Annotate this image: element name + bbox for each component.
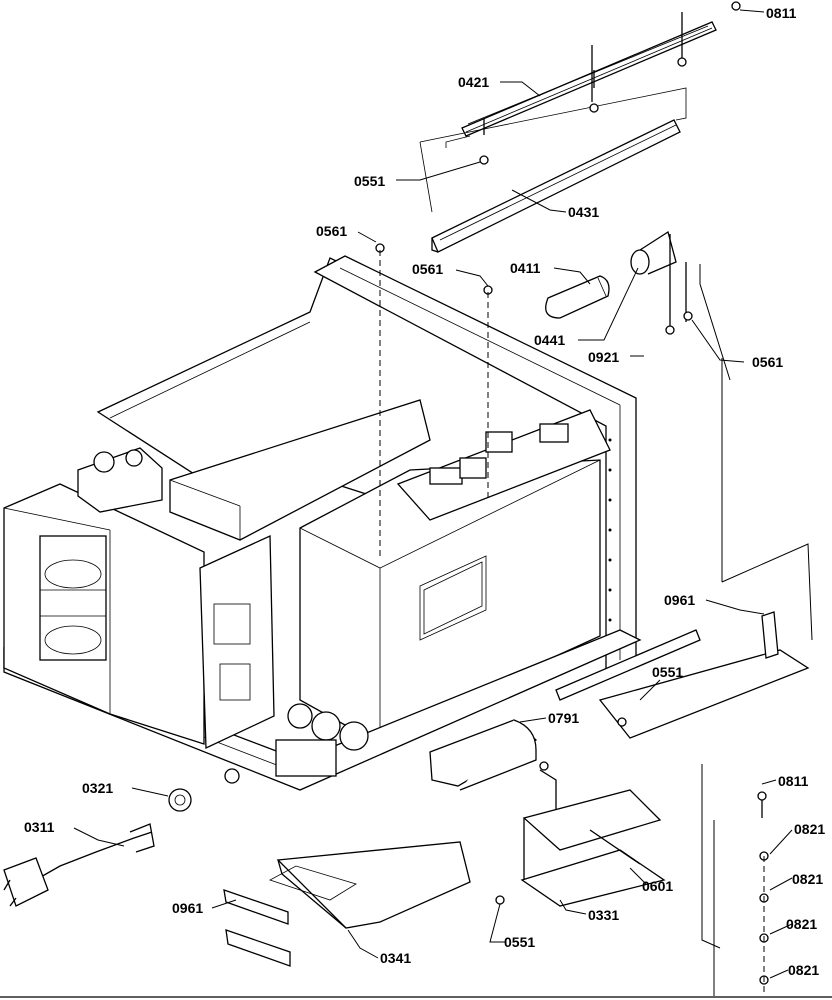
stirrer-motor xyxy=(275,703,369,777)
label-0561-left: 0561 xyxy=(316,223,347,239)
transformer xyxy=(39,535,107,661)
label-0551-top: 0551 xyxy=(354,173,385,189)
label-0821-3: 0821 xyxy=(786,916,817,932)
label-0311: 0311 xyxy=(24,819,55,835)
label-0441: 0441 xyxy=(534,332,565,348)
label-0961-right: 0961 xyxy=(664,592,695,608)
label-0551-shelf: 0551 xyxy=(652,664,683,680)
label-0341: 0341 xyxy=(380,950,411,966)
leader-lines xyxy=(73,9,793,979)
control-board xyxy=(396,409,611,521)
label-0551-bottom: 0551 xyxy=(504,934,535,950)
bracket-0961-right xyxy=(761,611,779,659)
label-0821-4: 0821 xyxy=(788,962,819,978)
label-0411: 0411 xyxy=(510,260,541,276)
screws-top xyxy=(479,1,741,165)
bottom-cover-0341 xyxy=(223,841,471,967)
lamp-0411 xyxy=(545,275,610,319)
label-0921: 0921 xyxy=(588,349,619,365)
capacitor-0791 xyxy=(429,719,557,832)
socket-0441 xyxy=(630,230,677,275)
label-0811-bottom: 0811 xyxy=(778,773,809,789)
label-0421: 0421 xyxy=(458,74,489,90)
label-0561-mid: 0561 xyxy=(412,261,443,277)
label-0561-right: 0561 xyxy=(752,354,783,370)
label-0331: 0331 xyxy=(588,907,619,923)
mounting-plate-0331 xyxy=(520,789,666,907)
label-0821-1: 0821 xyxy=(794,821,825,837)
label-0431: 0431 xyxy=(568,204,599,220)
label-0811-top: 0811 xyxy=(766,5,797,21)
label-0961-left: 0961 xyxy=(172,900,203,916)
label-0821-2: 0821 xyxy=(792,871,823,887)
label-0321: 0321 xyxy=(82,780,113,796)
frame-holes xyxy=(608,438,612,622)
fan-motor xyxy=(77,447,163,513)
label-0791: 0791 xyxy=(548,710,579,726)
rail-0431 xyxy=(431,119,681,253)
power-cord-0311 xyxy=(3,823,155,907)
filter-0321 xyxy=(168,788,192,812)
shelf-0551 xyxy=(555,629,810,739)
screws-0821 xyxy=(759,851,769,996)
bracket-frame xyxy=(419,87,687,213)
interlock-bracket xyxy=(199,534,275,750)
side-housing xyxy=(169,399,431,541)
top-rail-0421 xyxy=(461,12,717,137)
label-0601: 0601 xyxy=(642,878,673,894)
